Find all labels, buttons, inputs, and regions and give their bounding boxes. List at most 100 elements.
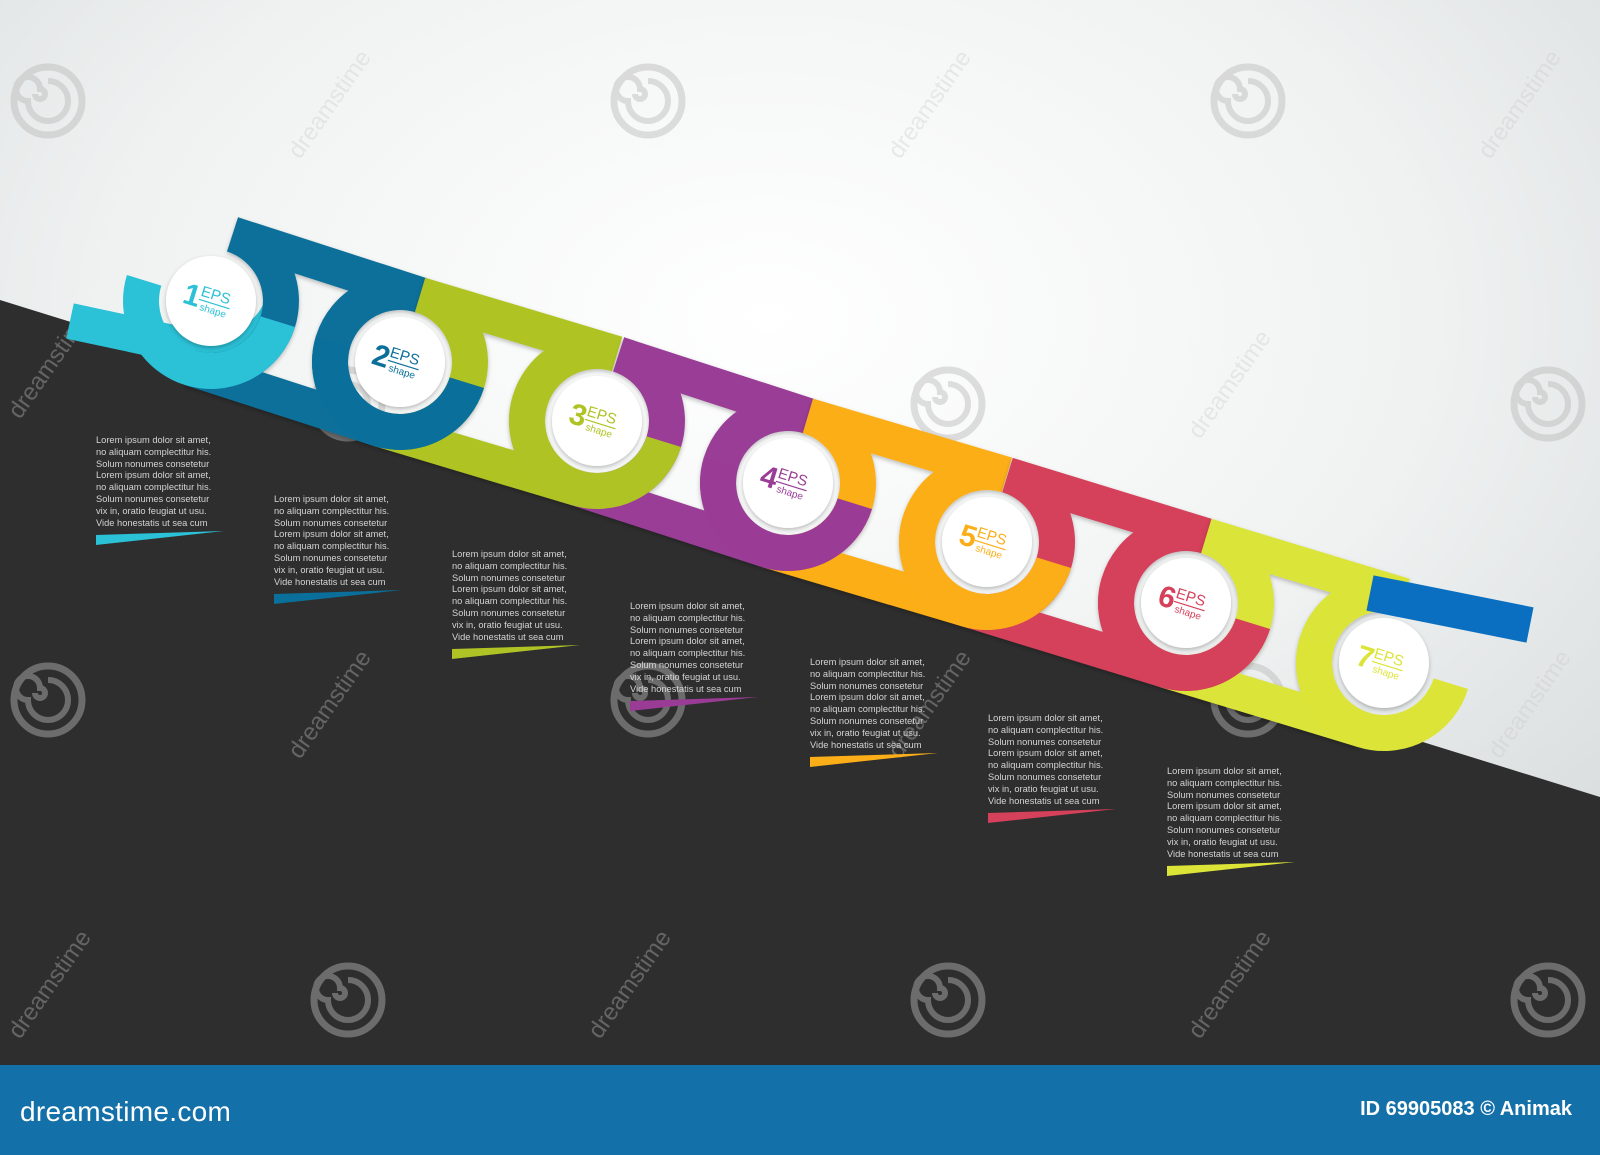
description-line: vix in, oratio feugiat ut usu. [630,671,741,682]
chain-link-overlap [509,395,682,509]
step-label-rule [775,480,807,492]
description-line: Vide honestatis ut sea cum [810,739,922,750]
description-line: Lorem ipsum dolor sit amet, [274,494,389,504]
step-label-rule [584,418,616,430]
description-line: Solum nonumes consetetur [274,517,388,528]
description-line: Lorem ipsum dolor sit amet, [810,692,925,703]
badge-circle [743,438,833,528]
description-line: Solum nonumes consetetur [274,552,388,563]
description-line: no aliquam complectitur his. [452,596,568,607]
step-description: Lorem ipsum dolor sit amet,no aliquam co… [988,713,1116,807]
description-line: no aliquam complectitur his. [274,505,390,516]
footer-site-name: dreamstime.com [20,1096,232,1127]
description-line: Solum nonumes consetetur [452,572,566,583]
description-line: Solum nonumes consetetur [96,458,210,469]
step-label-rule [1173,600,1205,612]
step-label-rule [387,359,419,371]
description-line: Lorem ipsum dolor sit amet, [630,636,745,647]
description-line: Vide honestatis ut sea cum [452,631,564,642]
description-line: vix in, oratio feugiat ut usu. [452,619,563,630]
badge-circle [355,317,445,407]
description-line: no aliquam complectitur his. [1167,777,1283,788]
description-line: Solum nonumes consetetur [630,624,744,635]
description-line: Solum nonumes consetetur [96,493,210,504]
description-line: Vide honestatis ut sea cum [988,795,1100,806]
description-underline [630,697,758,711]
description-underline [988,809,1116,823]
step-label-rule [1371,660,1403,672]
description-line: vix in, oratio feugiat ut usu. [96,505,207,516]
step-description: Lorem ipsum dolor sit amet,no aliquam co… [630,601,758,695]
step-description: Lorem ipsum dolor sit amet,no aliquam co… [452,549,580,643]
description-line: no aliquam complectitur his. [988,760,1104,771]
step-description: Lorem ipsum dolor sit amet,no aliquam co… [96,435,224,529]
footer-image-id: ID 69905083 © Animak [1360,1098,1572,1120]
description-line: Solum nonumes consetetur [810,715,924,726]
description-underline [810,753,938,767]
description-underline [274,590,402,604]
description-underline [1167,862,1295,876]
description-line: vix in, oratio feugiat ut usu. [274,564,385,575]
description-line: Lorem ipsum dolor sit amet, [452,549,567,559]
description-line: Lorem ipsum dolor sit amet, [810,657,925,667]
description-line: Lorem ipsum dolor sit amet, [988,713,1103,723]
description-line: no aliquam complectitur his. [630,648,746,659]
description-line: no aliquam complectitur his. [1167,813,1283,824]
chain-link-overlap [1098,577,1271,691]
description-line: no aliquam complectitur his. [630,612,746,623]
description-line: Lorem ipsum dolor sit amet, [630,601,745,611]
chain-end-tail [1366,575,1534,643]
step-description: Lorem ipsum dolor sit amet,no aliquam co… [274,494,402,588]
description-line: Solum nonumes consetetur [452,607,566,618]
chain-link-overlap [700,457,873,571]
description-line: no aliquam complectitur his. [274,541,390,552]
badge-circle [166,256,256,346]
description-line: no aliquam complectitur his. [96,482,212,493]
description-line: Solum nonumes consetetur [1167,789,1281,800]
footer-bar [0,1065,1600,1155]
chain-link-overlap [1296,637,1469,751]
description-line: Lorem ipsum dolor sit amet, [1167,766,1282,776]
description-line: Lorem ipsum dolor sit amet, [274,529,389,540]
chain-link-overlap [123,275,296,389]
description-line: Solum nonumes consetetur [810,680,924,691]
description-line: no aliquam complectitur his. [988,724,1104,735]
badge-circle [552,376,642,466]
description-line: Vide honestatis ut sea cum [1167,848,1279,859]
description-line: Solum nonumes consetetur [988,736,1102,747]
description-line: Vide honestatis ut sea cum [96,517,208,528]
chain-link-overlap [899,516,1072,630]
description-line: no aliquam complectitur his. [452,560,568,571]
step-label-rule [198,298,230,310]
badge-circle [942,497,1032,587]
step-label-rule [974,539,1006,551]
step-description: Lorem ipsum dolor sit amet,no aliquam co… [1167,766,1295,860]
description-line: no aliquam complectitur his. [96,446,212,457]
description-line: no aliquam complectitur his. [810,704,926,715]
badge-circle [1339,618,1429,708]
description-line: vix in, oratio feugiat ut usu. [988,783,1099,794]
description-line: Lorem ipsum dolor sit amet, [988,748,1103,759]
text-underlines [96,531,1295,876]
description-underline [452,645,580,659]
description-line: Solum nonumes consetetur [630,659,744,670]
description-line: Solum nonumes consetetur [1167,824,1281,835]
description-line: Lorem ipsum dolor sit amet, [96,435,211,445]
description-line: Lorem ipsum dolor sit amet, [452,584,567,595]
description-line: Lorem ipsum dolor sit amet, [96,470,211,481]
dark-background [0,300,1600,1065]
description-line: vix in, oratio feugiat ut usu. [1167,836,1278,847]
step-description: Lorem ipsum dolor sit amet,no aliquam co… [810,657,938,751]
badge-circle [1141,558,1231,648]
description-underline [96,531,224,545]
